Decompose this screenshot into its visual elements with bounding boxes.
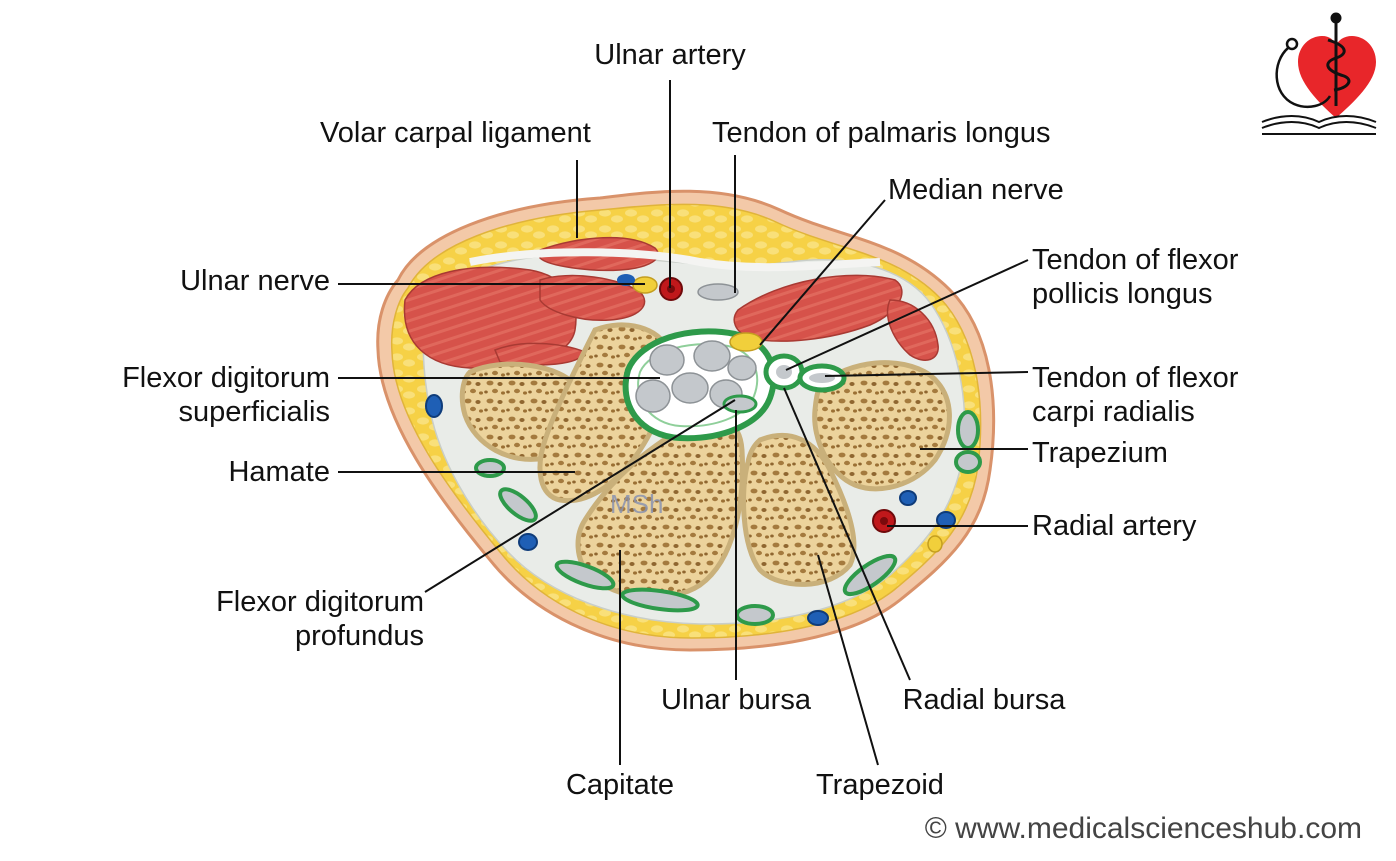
palmaris-longus-tendon xyxy=(697,283,739,301)
median-nerve-shape xyxy=(729,332,763,352)
label-volar-carpal-ligament: Volar carpal ligament xyxy=(320,117,591,149)
book-icon xyxy=(1261,115,1377,135)
label-flexor-digitorum-profundus: Flexor digitorum profundus xyxy=(216,586,424,652)
label-radial-artery: Radial artery xyxy=(1032,510,1197,542)
leader-lines xyxy=(338,80,1029,766)
label-trapezoid: Trapezoid xyxy=(816,769,944,801)
label-capitate: Capitate xyxy=(565,769,674,801)
trapezoid-bone xyxy=(741,433,857,587)
label-trapezium: Trapezium xyxy=(1032,437,1168,469)
label-ulnar-nerve: Ulnar nerve xyxy=(180,265,330,297)
volar-carpal-ligament-band xyxy=(469,248,881,272)
label-ulnar-bursa: Ulnar bursa xyxy=(661,684,811,716)
caduceus-icon xyxy=(1326,12,1351,106)
label-flexor-digitorum-superficialis: Flexor digitorum superficialis xyxy=(122,362,330,428)
trapezium-bone xyxy=(812,360,952,492)
label-tendon-palmaris-longus: Tendon of palmaris longus xyxy=(712,117,1051,149)
site-logo xyxy=(1261,12,1377,135)
stethoscope-icon xyxy=(1275,37,1332,108)
label-tendon-flexor-carpi-radialis: Tendon of flexor carpi radialis xyxy=(1032,362,1239,428)
label-median-nerve: Median nerve xyxy=(888,174,1064,206)
extensor-tendons xyxy=(474,410,982,626)
label-ulnar-artery: Ulnar artery xyxy=(594,39,746,71)
carpal-bones xyxy=(459,322,952,600)
label-radial-bursa: Radial bursa xyxy=(902,684,1066,716)
label-hamate: Hamate xyxy=(228,456,330,488)
copyright-notice: © www.medicalscienceshub.com xyxy=(924,812,1362,845)
label-tendon-flexor-pollicis-longus: Tendon of flexor pollicis longus xyxy=(1032,244,1239,310)
artist-mark: MSh xyxy=(610,489,663,519)
